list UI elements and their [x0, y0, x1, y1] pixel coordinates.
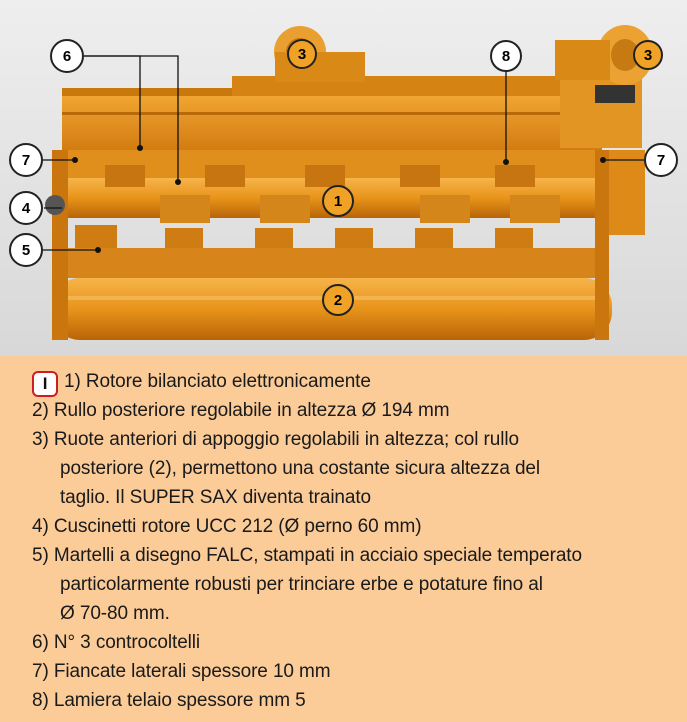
legend-panel: I 1) Rotore bilanciato elettronicamente 2… — [0, 356, 687, 722]
legend-item-5-line-3: Ø 70-80 mm. — [60, 603, 170, 624]
callout-4: 4 — [9, 191, 43, 225]
legend-item-3-line-1: 3) Ruote anteriori di appoggio regolabil… — [32, 429, 519, 450]
leader-lines — [42, 55, 645, 251]
callout-7-right: 7 — [644, 143, 678, 177]
legend-item-8: 8) Lamiera telaio spessore mm 5 — [32, 690, 306, 711]
callout-3-right: 3 — [633, 40, 663, 70]
legend-item-5-line-2: particolarmente robusti per trinciare er… — [60, 574, 543, 595]
svg-text:3: 3 — [644, 47, 652, 64]
callout-6: 6 — [50, 39, 84, 73]
svg-text:2: 2 — [334, 292, 342, 309]
svg-text:8: 8 — [502, 48, 510, 65]
svg-text:7: 7 — [657, 152, 665, 169]
svg-text:5: 5 — [22, 242, 30, 259]
legend-item-5-line-1: 5) Martelli a disegno FALC, stampati in … — [32, 545, 582, 566]
machine-photo: 6 3 8 3 7 7 4 1 5 2 — [0, 0, 687, 356]
callout-1: 1 — [322, 185, 354, 217]
callout-2: 2 — [322, 284, 354, 316]
legend-item-7: 7) Fiancate laterali spessore 10 mm — [32, 661, 331, 682]
svg-text:7: 7 — [22, 152, 30, 169]
legend-item-4: 4) Cuscinetti rotore UCC 212 (Ø perno 60… — [32, 516, 422, 537]
leader-dots — [72, 145, 606, 253]
callout-3-left: 3 — [287, 39, 317, 69]
mulcher-body — [45, 25, 653, 340]
legend-item-3-line-2: posteriore (2), permettono una costante … — [60, 458, 541, 479]
legend-item-1-text: 1) Rotore bilanciato elettronicamente — [64, 371, 371, 392]
legend-item-6: 6) N° 3 controcoltelli — [32, 632, 201, 653]
legend-item-1: I 1) Rotore bilanciato elettronicamente — [32, 370, 371, 397]
svg-text:1: 1 — [334, 193, 342, 210]
callout-7-left: 7 — [9, 143, 43, 177]
legend-item-2: 2) Rullo posteriore regolabile in altezz… — [32, 400, 450, 421]
svg-text:3: 3 — [298, 46, 306, 63]
language-badge: I — [32, 371, 58, 397]
svg-text:4: 4 — [22, 200, 31, 217]
callout-8: 8 — [490, 40, 522, 72]
svg-text:6: 6 — [63, 48, 71, 65]
legend-item-3-line-3: taglio. Il SUPER SAX diventa trainato — [60, 487, 372, 508]
callout-5: 5 — [9, 233, 43, 267]
